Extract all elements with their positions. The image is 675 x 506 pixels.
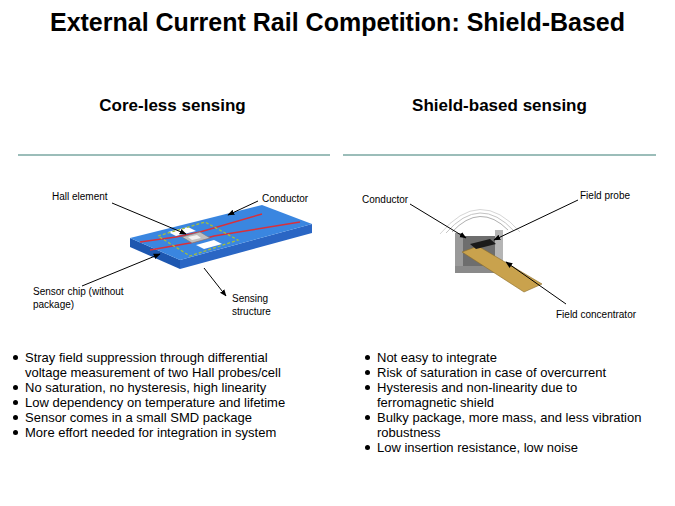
header-rule [18, 154, 330, 156]
callout-label: Sensor chip (without package) [33, 285, 125, 311]
bullet-text: Low dependency on temperature and lifeti… [25, 395, 285, 410]
bullet-item: Hysteresis and non-linearity due to ferr… [364, 380, 649, 410]
bullet-dot [365, 445, 370, 450]
bullet-dot [13, 400, 18, 405]
bullet-item: Low insertion resistance, low noise [364, 440, 649, 455]
bullet-list: Not easy to integrateRisk of saturation … [364, 350, 649, 455]
bullet-item: Bulky package, more mass, and less vibra… [364, 410, 649, 440]
bullet-text: Low insertion resistance, low noise [377, 440, 578, 455]
callout-label: Conductor [362, 193, 432, 206]
bullet-dot [13, 355, 18, 360]
bullet-item: Risk of saturation in case of overcurren… [364, 365, 649, 380]
bullet-text: More effort needed for integration in sy… [25, 425, 276, 440]
leader-line [410, 204, 466, 238]
column-heading: Shield-based sensing [342, 96, 657, 116]
bullet-item: No saturation, no hysteresis, high linea… [12, 380, 304, 395]
bullet-dot [13, 430, 18, 435]
bullet-item: Sensor comes in a small SMD package [12, 410, 304, 425]
bullet-dot [365, 355, 370, 360]
bullet-text: Not easy to integrate [377, 350, 497, 365]
slide-title: External Current Rail Competition: Shiel… [0, 8, 675, 37]
bullet-item: Not easy to integrate [364, 350, 649, 365]
leader-line [112, 203, 186, 234]
bullet-text: Stray field suppression through differen… [25, 350, 281, 380]
bullet-item: Stray field suppression through differen… [12, 350, 304, 380]
bullet-dot [365, 370, 370, 375]
bullet-dot [13, 385, 18, 390]
bullet-dot [13, 415, 18, 420]
bullet-text: No saturation, no hysteresis, high linea… [25, 380, 266, 395]
bullet-list: Stray field suppression through differen… [12, 350, 304, 440]
bullet-item: More effort needed for integration in sy… [12, 425, 304, 440]
leader-line [228, 201, 258, 215]
column-heading: Core-less sensing [15, 96, 330, 116]
bullet-text: Hysteresis and non-linearity due to ferr… [377, 380, 577, 410]
callout-label: Conductor [262, 192, 332, 205]
callout-label: Sensing structure [232, 292, 290, 318]
callout-label: Hall element [52, 190, 132, 203]
bullet-dot [365, 415, 370, 420]
bullet-item: Low dependency on temperature and lifeti… [12, 395, 304, 410]
leader-line [82, 254, 160, 286]
bullet-text: Risk of saturation in case of overcurren… [377, 365, 606, 380]
coreless-conductor [130, 205, 312, 269]
bullet-text: Sensor comes in a small SMD package [25, 410, 252, 425]
bullet-text: Bulky package, more mass, and less vibra… [377, 410, 641, 440]
leader-line [506, 262, 566, 304]
leader-line [494, 200, 578, 240]
leader-line [204, 268, 226, 296]
callout-label: Field concentrator [556, 308, 656, 321]
callout-label: Field probe [580, 189, 660, 202]
bullet-dot [365, 385, 370, 390]
shield-sensor [440, 209, 542, 292]
header-rule [343, 154, 656, 156]
